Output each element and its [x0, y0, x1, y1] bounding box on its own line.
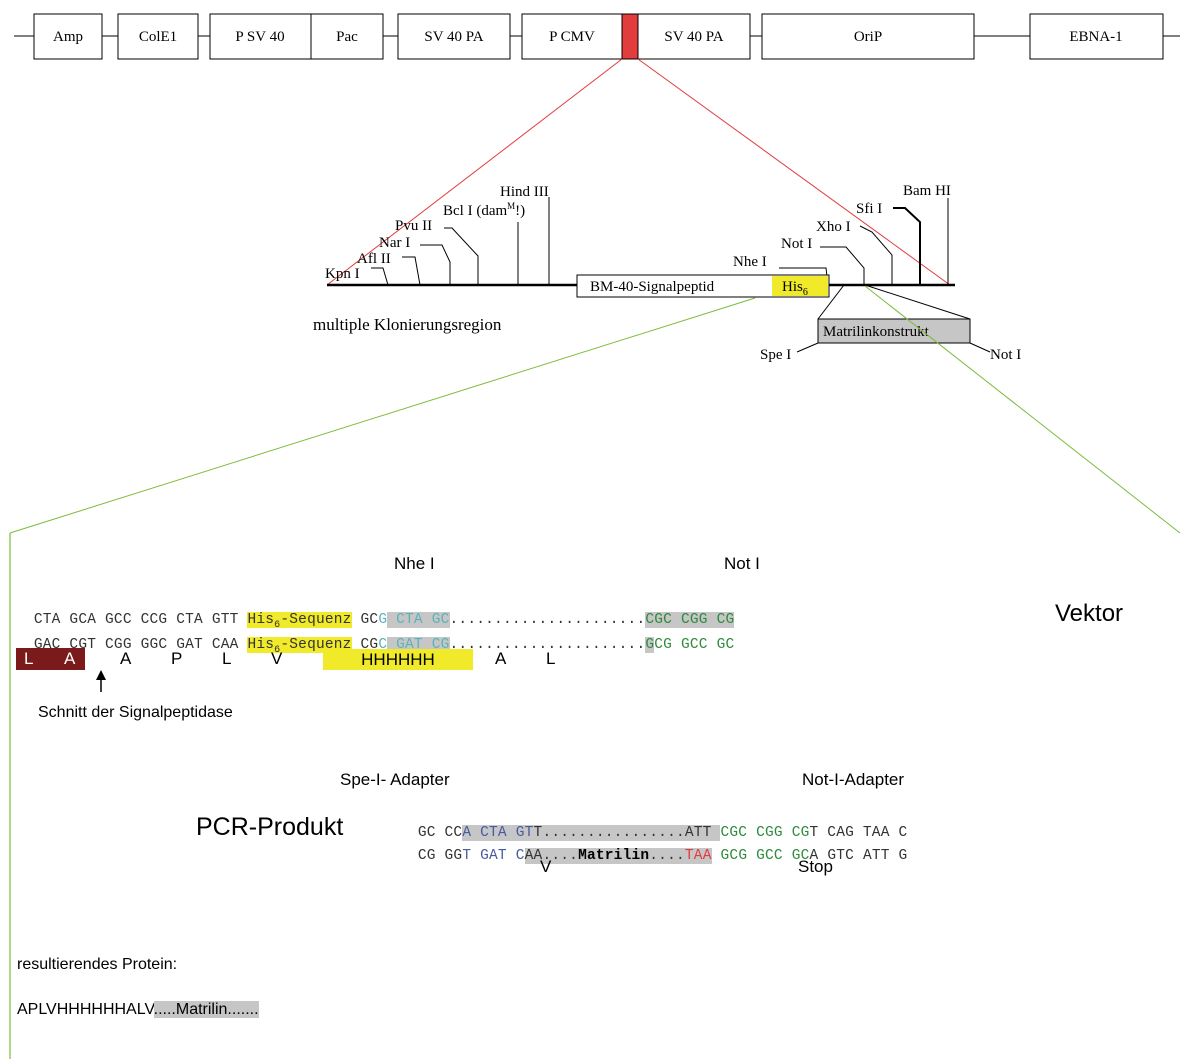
insert-spe-tick: [796, 342, 819, 353]
pcr-header-spe: Spe-I- Adapter: [340, 770, 450, 789]
aa: L: [546, 649, 556, 668]
his-sequence-highlight: His6-Sequenz: [247, 612, 352, 631]
segment-psv40: [209, 13, 312, 60]
cleavage-arrow-head: [96, 670, 106, 680]
site-xho: Xho I: [816, 219, 851, 235]
zoom-line-green-left: [9, 297, 756, 534]
segment-cole1: [117, 13, 199, 60]
tick-sfi: [893, 207, 921, 285]
pcr-antisense-strand: CG GGT GAT CAA....Matrilin....TAA GCG GC…: [417, 848, 908, 864]
vektor-header-nhe: Nhe I: [394, 554, 435, 573]
segment-label: P CMV: [549, 29, 595, 45]
segment-label: SV 40 PA: [664, 29, 723, 45]
aa: A: [120, 649, 132, 668]
segment-label: P SV 40: [235, 29, 284, 45]
protein-matrilin-tail: .....Matrilin.......: [153, 1001, 259, 1018]
mcs-caption: multiple Klonierungsregion: [313, 315, 502, 334]
protein-title: resultierendes Protein:: [17, 956, 178, 973]
segment-label: Pac: [336, 29, 358, 45]
signal-peptide-label: BM-40-Signalpeptid: [590, 279, 715, 295]
vektor-header-not: Not I: [724, 554, 760, 573]
site-not: Not I: [781, 236, 812, 252]
aa: L: [222, 649, 232, 668]
zoom-line-right: [637, 58, 951, 286]
segment-pcmv: [521, 13, 623, 60]
site-pvu: Pvu II: [395, 218, 432, 234]
segment-sv40pa-2: [637, 13, 751, 60]
insert-spe-label: Spe I: [760, 347, 791, 363]
site-hind: Hind III: [500, 184, 549, 200]
tick-xho: [859, 225, 893, 285]
insert-box: [817, 318, 971, 344]
tick-pvu: [444, 227, 479, 285]
pcr-label: PCR-Produkt: [196, 813, 344, 841]
site-afl: Afl II: [357, 251, 391, 267]
segment-orip: [761, 13, 975, 60]
segment-label: Amp: [53, 29, 83, 45]
tick-nar: [420, 244, 451, 285]
segment-pac: [310, 13, 384, 60]
insertion-site-marker: [621, 13, 639, 60]
site-nar: Nar I: [379, 235, 410, 251]
insert-not-label: Not I: [990, 347, 1021, 363]
aa-A: A: [50, 648, 85, 670]
pcr-header-not: Not-I-Adapter: [802, 770, 905, 789]
segment-label: EBNA-1: [1069, 29, 1122, 45]
site-sfi: Sfi I: [856, 201, 882, 217]
plasmid-map: [14, 13, 1180, 60]
site-bcl: Bcl I (damM!): [443, 201, 525, 219]
segment-label: ColE1: [139, 29, 177, 45]
zoom-line-green-right: [864, 285, 1181, 534]
tick-not: [820, 246, 865, 285]
tick-afl: [402, 256, 421, 286]
aa: P: [171, 649, 183, 668]
pcr-aa-V: V: [540, 857, 552, 876]
vektor-label: Vektor: [1055, 600, 1124, 627]
segment-sv40pa-1: [397, 13, 511, 60]
vektor-sense-strand: CTA GCA GCC CCG CTA GTT His6-Sequenz GCG…: [33, 612, 735, 631]
segment-label: OriP: [854, 29, 882, 45]
aa-his: HHHHHH: [323, 649, 473, 670]
site-kpn: Kpn I: [325, 266, 360, 282]
pcr-aa-stop: Stop: [798, 857, 833, 876]
aa-L: L: [16, 648, 50, 670]
his-tag-label: His6: [782, 279, 808, 298]
insert-not-tick: [969, 342, 991, 353]
aa: V: [271, 649, 283, 668]
his-tag-box: [772, 276, 828, 296]
aa: A: [495, 649, 507, 668]
cleavage-label: Schnitt der Signalpeptidase: [38, 704, 233, 721]
site-nhe: Nhe I: [733, 254, 767, 270]
zoom-line-left: [326, 58, 623, 286]
insert-zoom-lines: [817, 284, 971, 320]
protein-sequence: APLVHHHHHHALV.....Matrilin.......: [17, 1001, 259, 1018]
segment-ebna1: [1029, 13, 1164, 60]
insert-label: Matrilinkonstrukt: [823, 324, 930, 340]
tick-kpn: [371, 267, 389, 286]
pcr-sense-strand: GC CCA CTA GTT................ATT CGC CG…: [417, 825, 908, 841]
segment-label: SV 40 PA: [424, 29, 483, 45]
segment-amp: [33, 13, 103, 60]
site-bam: Bam HI: [903, 183, 951, 199]
